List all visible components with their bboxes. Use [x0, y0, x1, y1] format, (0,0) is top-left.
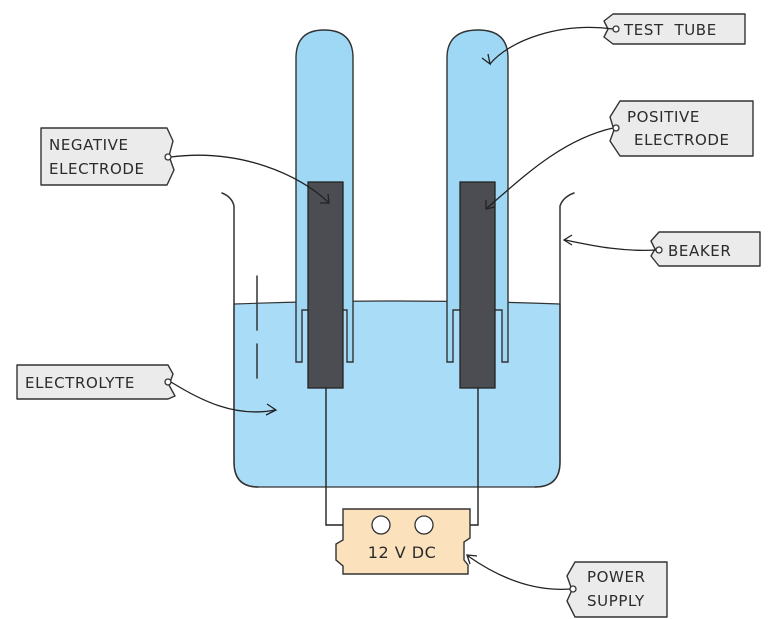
- label-beaker-text: BEAKER: [668, 242, 731, 260]
- leader-electrolyte: [170, 381, 276, 413]
- power-supply-terminal-left: [371, 515, 391, 535]
- beaker-right-wall: [534, 192, 575, 488]
- positive-electrode: [459, 181, 496, 389]
- power-supply-rating: 12 V DC: [368, 543, 436, 562]
- label-negative-electrode-line2: ELECTRODE: [49, 160, 145, 178]
- label-beaker: BEAKER: [650, 231, 761, 267]
- label-test-tube-text: TEST TUBE: [623, 21, 717, 39]
- beaker-left-wall: [221, 192, 259, 488]
- label-negative-electrode-line1: NEGATIVE: [49, 136, 129, 154]
- power-supply: 12 V DC: [335, 508, 471, 575]
- label-positive-electrode: POSITIVE ELECTRODE: [609, 100, 754, 157]
- label-power-supply-line1: POWER: [587, 568, 646, 586]
- label-electrolyte-text: ELECTROLYTE: [25, 374, 135, 392]
- leader-test-tube-arrow: [481, 53, 491, 66]
- leader-test-tube: [489, 26, 614, 65]
- leader-beaker-arrow: [562, 234, 573, 246]
- leader-electrolyte-arrow: [265, 403, 278, 416]
- leader-negative-electrode-arrow: [320, 193, 330, 204]
- label-electrolyte: ELECTROLYTE: [16, 364, 176, 400]
- electrolyte-liquid: [233, 300, 561, 488]
- label-test-tube: TEST TUBE: [603, 13, 746, 45]
- power-supply-body: [335, 508, 471, 575]
- negative-electrode: [307, 181, 344, 389]
- leader-positive-electrode: [486, 127, 614, 209]
- power-supply-terminal-right: [414, 515, 434, 535]
- leader-negative-electrode: [170, 154, 329, 203]
- leader-power-supply-arrow: [466, 554, 478, 565]
- label-positive-electrode-line1: POSITIVE: [627, 108, 700, 126]
- beaker: [221, 192, 575, 488]
- label-positive-electrode-line2: ELECTRODE: [634, 131, 730, 149]
- label-power-supply-line2: SUPPLY: [587, 592, 645, 610]
- leader-positive-electrode-arrow: [485, 200, 496, 210]
- label-negative-electrode: NEGATIVE ELECTRODE: [40, 127, 175, 186]
- leader-power-supply: [467, 555, 571, 590]
- label-power-supply: POWER SUPPLY: [566, 561, 668, 618]
- leader-beaker: [564, 239, 657, 251]
